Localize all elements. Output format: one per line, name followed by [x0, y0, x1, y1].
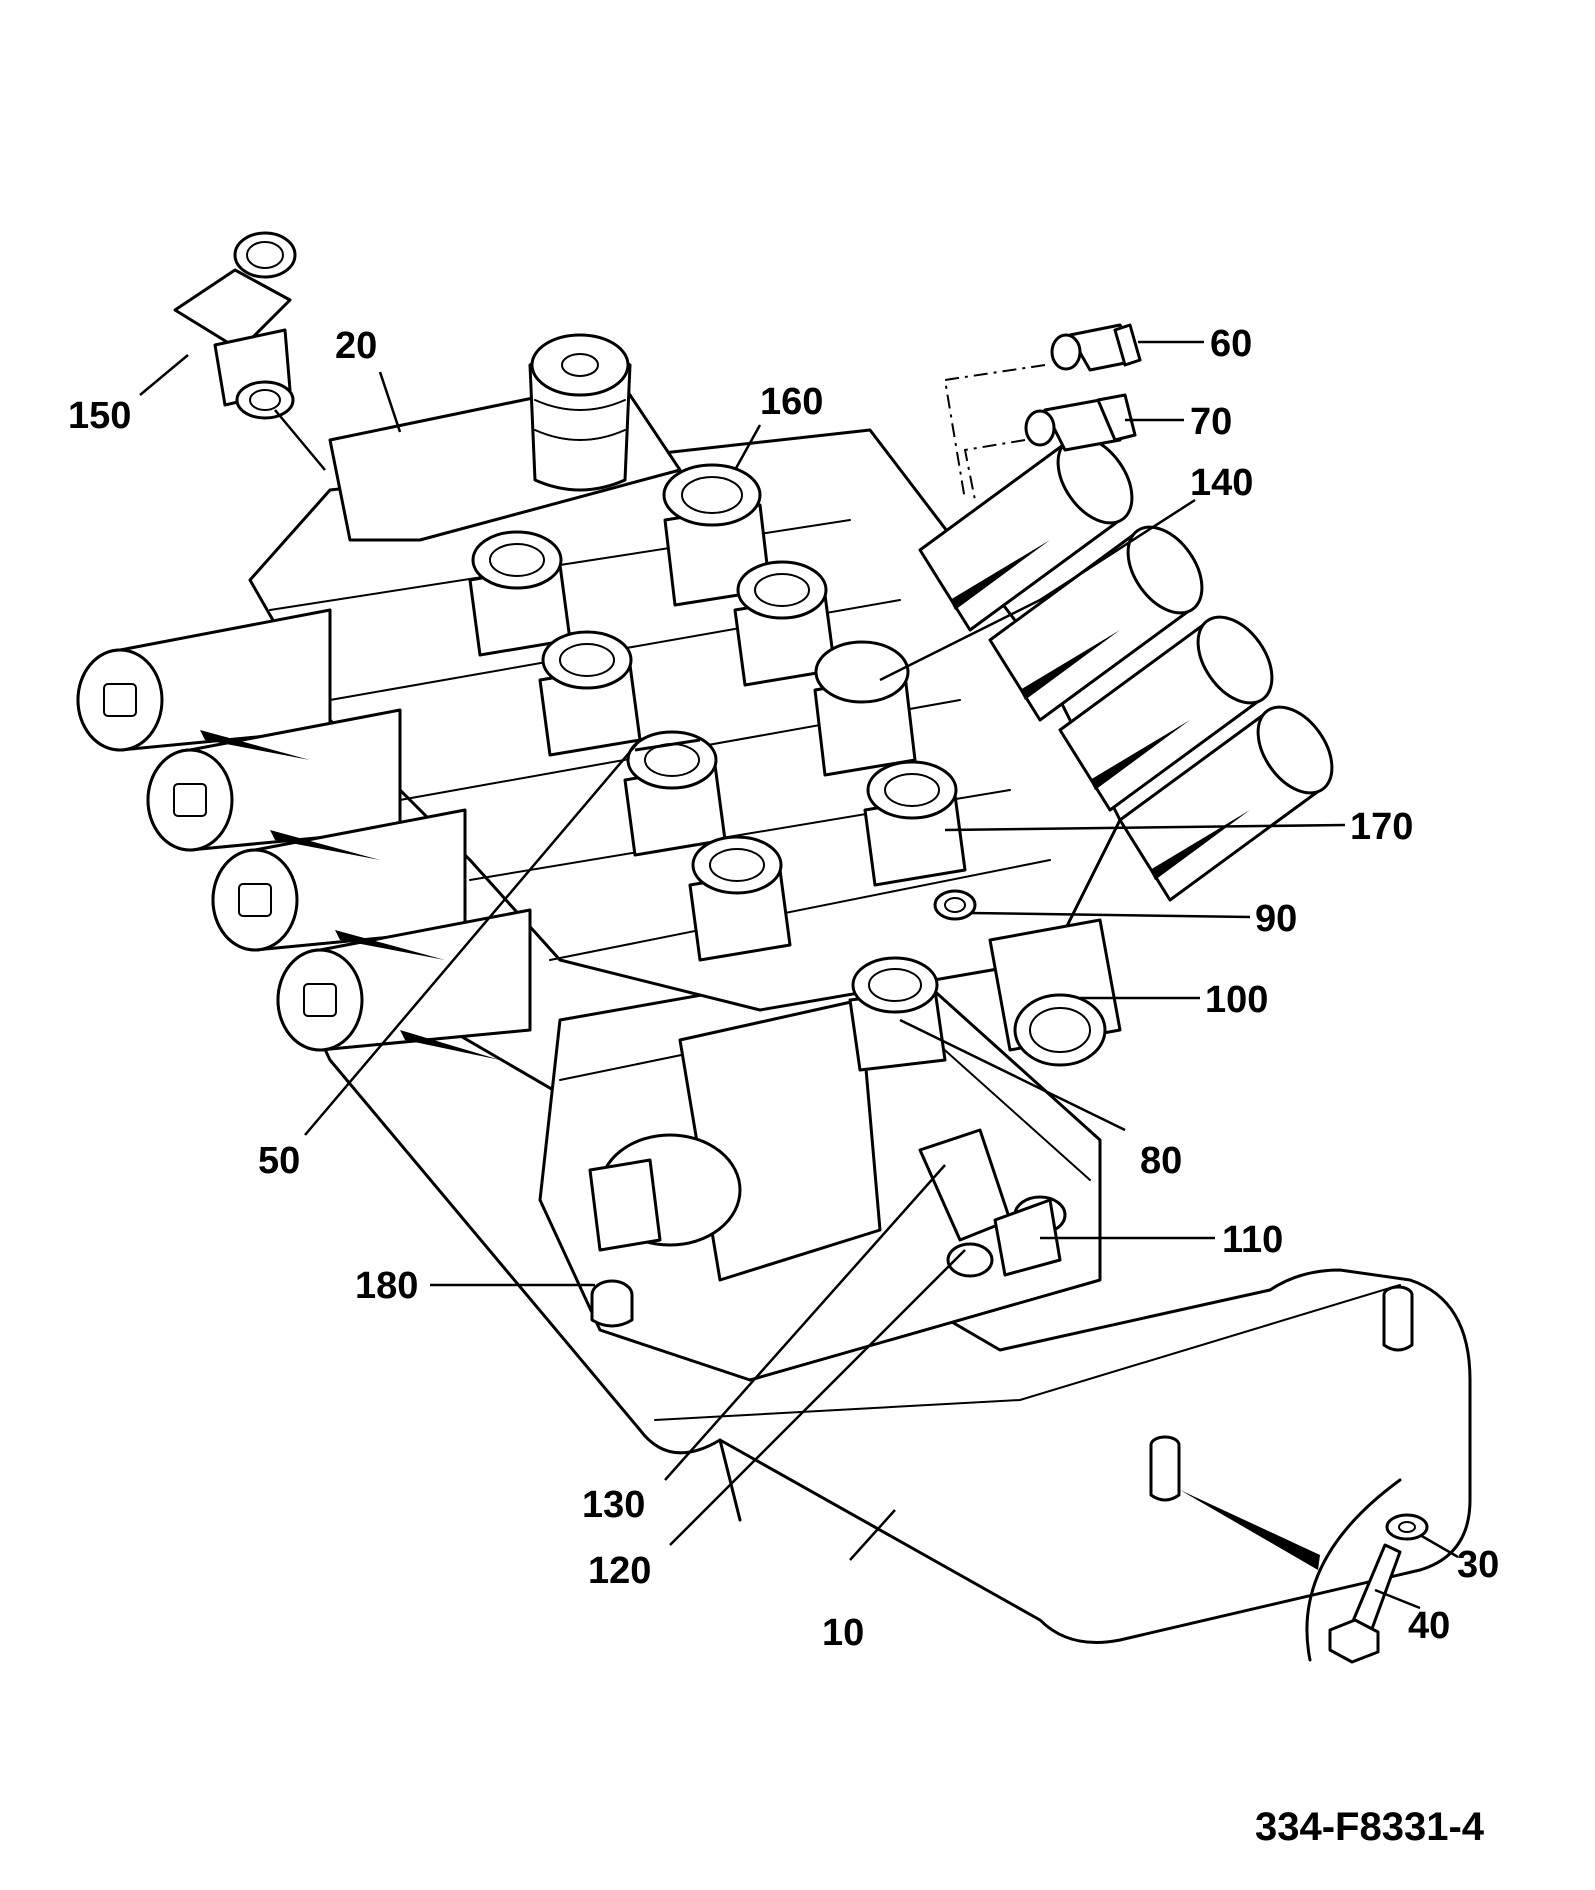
- callout-90: 90: [1255, 898, 1297, 940]
- callout-130: 130: [582, 1484, 645, 1526]
- callout-60: 60: [1210, 323, 1252, 365]
- callout-110: 110: [1222, 1219, 1283, 1261]
- callout-40: 40: [1408, 1605, 1450, 1647]
- callout-140: 140: [1190, 462, 1253, 504]
- elbow-fitting-150: [173, 231, 297, 420]
- callout-150: 150: [68, 395, 131, 437]
- callout-20: 20: [335, 325, 377, 367]
- callout-170: 170: [1350, 806, 1413, 848]
- callout-160: 160: [760, 381, 823, 423]
- fastener-detail-view: [1180, 1478, 1429, 1664]
- callout-80: 80: [1140, 1140, 1182, 1182]
- callout-100: 100: [1205, 979, 1268, 1021]
- callout-10: 10: [822, 1612, 864, 1654]
- callout-70: 70: [1190, 401, 1232, 443]
- assembly-path-70: [963, 439, 1026, 501]
- port-fittings: [468, 333, 1122, 1328]
- solenoid-coils-left: [76, 608, 532, 1060]
- leader-lines: [139, 340, 1459, 1610]
- assembly-path-60: [943, 364, 1046, 501]
- adapter-70: [1024, 393, 1137, 452]
- adapter-60: [1050, 323, 1142, 372]
- callout-50: 50: [258, 1140, 300, 1182]
- callout-120: 120: [588, 1550, 651, 1592]
- solenoid-coils-right: [918, 435, 1334, 902]
- figure-id: 334-F8331-4: [1255, 1805, 1485, 1849]
- callout-180: 180: [355, 1265, 418, 1307]
- washer-30: [1385, 1513, 1429, 1541]
- callout-30: 30: [1457, 1544, 1499, 1586]
